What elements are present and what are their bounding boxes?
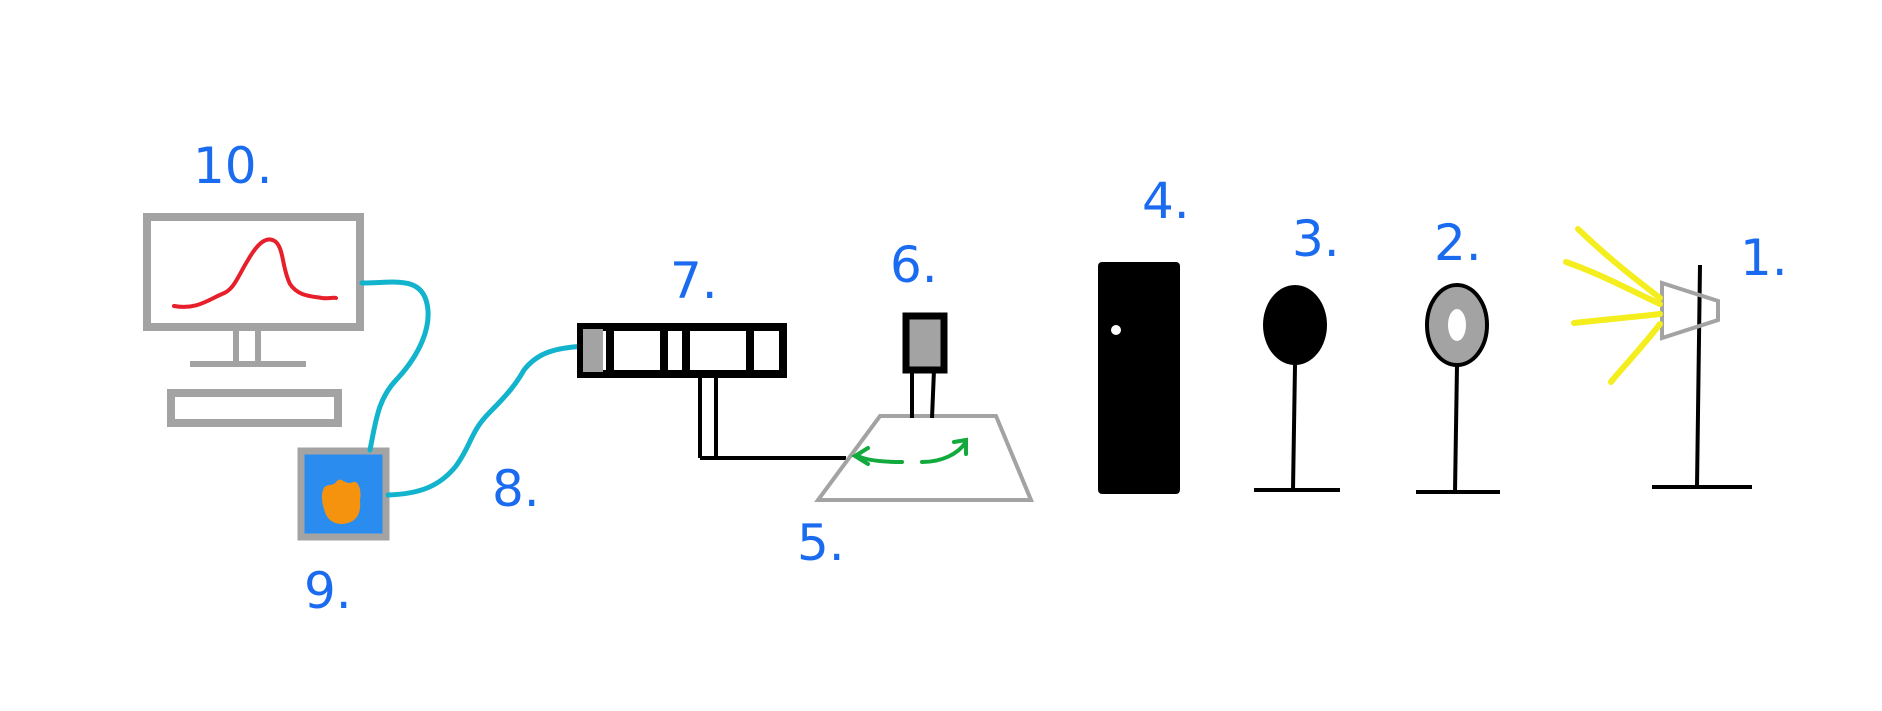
label-6: 6.: [890, 236, 938, 294]
opaque-disc-icon: [1254, 285, 1340, 492]
cable-icon: [359, 279, 431, 453]
label-9: 9.: [304, 562, 352, 620]
label-1: 1.: [1740, 229, 1788, 287]
slit-screen-icon: [1098, 262, 1180, 494]
sample-holder-icon: [902, 312, 948, 419]
keyboard-icon: [167, 389, 342, 427]
lamp-icon: [1563, 226, 1752, 489]
camera-icon: [297, 447, 390, 541]
rotation-stage-icon: [814, 414, 1034, 502]
label-5: 5.: [797, 514, 845, 572]
rotation-arrow: [920, 440, 968, 464]
label-4: 4.: [1142, 172, 1190, 230]
detector-tube-icon: [577, 323, 846, 460]
computer-monitor-icon: [143, 213, 364, 367]
ring-aperture-icon: [1416, 283, 1500, 494]
cable-icon: [385, 343, 587, 498]
label-2: 2.: [1434, 214, 1482, 272]
label-3: 3.: [1292, 210, 1340, 268]
label-10: 10.: [193, 137, 273, 195]
label-8: 8.: [492, 460, 540, 518]
signal-curve: [172, 237, 338, 309]
light-rays: [1563, 226, 1663, 385]
label-7: 7.: [670, 252, 718, 310]
